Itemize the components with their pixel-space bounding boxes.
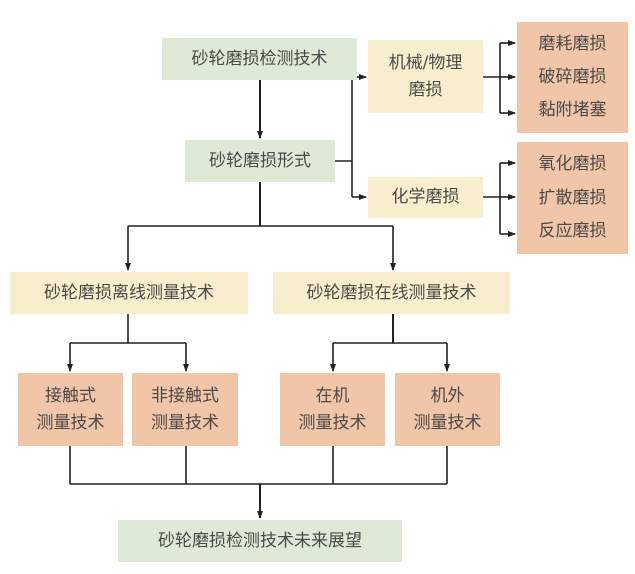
node-mechanical-children: 磨耗磨损 破碎磨损 黏附堵塞 [517, 22, 628, 133]
mech-child-2: 破碎磨损 [538, 67, 607, 88]
node-mechanical-line2: 磨损 [408, 79, 443, 100]
node-chemical: 化学磨损 [368, 177, 483, 218]
node-contact: 接触式 测量技术 [18, 373, 123, 446]
chem-child-2: 扩散磨损 [538, 187, 607, 208]
node-chemical-label: 化学磨损 [391, 187, 460, 208]
node-online: 砂轮磨损在线测量技术 [273, 272, 510, 314]
node-mechanical-line1: 机械/物理 [388, 53, 463, 74]
node-chemical-children: 氧化磨损 扩散磨损 反应磨损 [517, 142, 628, 254]
node-offline: 砂轮磨损离线测量技术 [10, 272, 248, 314]
node-root: 砂轮磨损检测技术 [162, 38, 357, 80]
node-onmachine-line1: 在机 [315, 386, 350, 407]
chem-child-3: 反应磨损 [538, 221, 607, 242]
node-offmachine-line2: 测量技术 [413, 412, 482, 433]
node-future: 砂轮磨损检测技术未来展望 [118, 520, 402, 562]
node-noncontact-line2: 测量技术 [151, 412, 219, 433]
node-noncontact-line1: 非接触式 [151, 386, 219, 407]
node-wear-forms-label: 砂轮磨损形式 [209, 150, 311, 171]
chem-child-1: 氧化磨损 [538, 154, 607, 175]
node-onmachine-line2: 测量技术 [298, 412, 367, 433]
node-noncontact: 非接触式 测量技术 [132, 373, 238, 446]
node-mechanical: 机械/物理 磨损 [368, 40, 483, 113]
mech-child-1: 磨耗磨损 [538, 34, 607, 55]
node-offmachine-line1: 机外 [430, 386, 465, 407]
node-onmachine: 在机 测量技术 [280, 373, 385, 446]
node-offmachine: 机外 测量技术 [395, 373, 500, 446]
node-online-label: 砂轮磨损在线测量技术 [306, 282, 477, 303]
node-contact-line2: 测量技术 [36, 412, 105, 433]
node-root-label: 砂轮磨损检测技术 [191, 48, 328, 69]
mech-child-3: 黏附堵塞 [538, 100, 607, 121]
node-future-label: 砂轮磨损检测技术未来展望 [158, 530, 362, 551]
node-contact-line1: 接触式 [45, 386, 96, 407]
node-offline-label: 砂轮磨损离线测量技术 [44, 282, 214, 303]
node-wear-forms: 砂轮磨损形式 [185, 140, 335, 182]
